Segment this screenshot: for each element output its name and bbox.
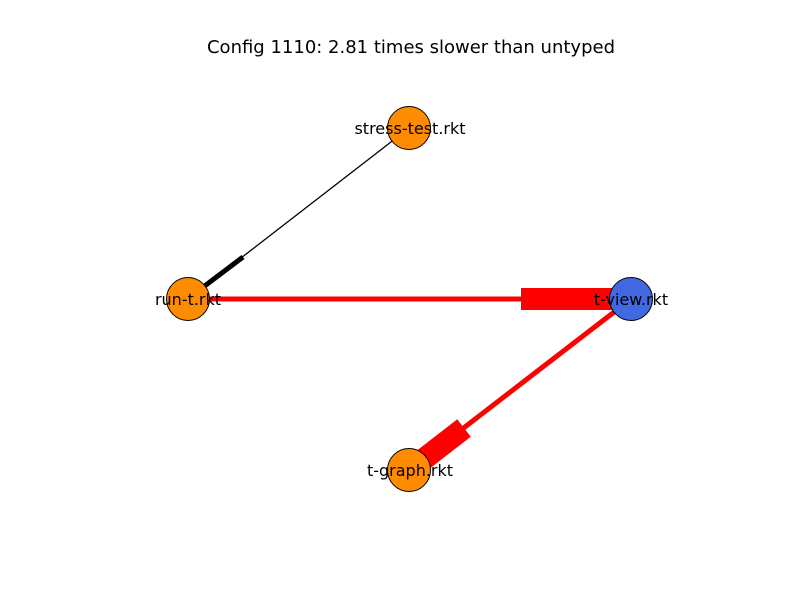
node-run-t[interactable]: run-t.rkt [155, 277, 221, 321]
diagram-title: Config 1110: 2.81 times slower than unty… [207, 37, 615, 58]
edge-arrow-bar [521, 288, 617, 310]
node-label: run-t.rkt [155, 290, 221, 309]
node-label: stress-test.rkt [354, 119, 465, 138]
node-t-view[interactable]: t-view.rkt [594, 277, 668, 321]
edge-arrow-bar [417, 419, 471, 468]
node-circle[interactable] [166, 277, 210, 321]
edge-t-view-to-t-graph [407, 297, 633, 472]
node-label: t-view.rkt [594, 290, 668, 309]
edge-arrow-bar [196, 255, 245, 293]
node-label: t-graph.rkt [367, 461, 453, 480]
node-circle[interactable] [387, 106, 431, 150]
node-circle[interactable] [609, 277, 653, 321]
node-stress-test[interactable]: stress-test.rkt [354, 106, 466, 150]
edge-stress-test-to-run-t [187, 127, 410, 300]
edge-run-t-to-t-view [188, 288, 631, 310]
node-circle[interactable] [387, 448, 431, 492]
node-t-graph[interactable]: t-graph.rkt [367, 448, 453, 492]
